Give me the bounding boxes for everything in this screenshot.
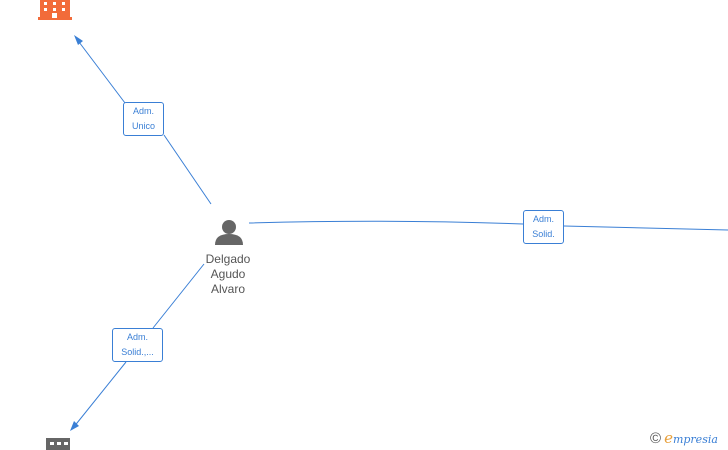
person-name[interactable]: Delgado Agudo Alvaro bbox=[192, 252, 264, 297]
person-name-line: Delgado bbox=[205, 252, 251, 266]
building-icon[interactable] bbox=[38, 0, 72, 20]
person-name-line: Agudo bbox=[210, 267, 246, 281]
brand-logo-e: e bbox=[664, 429, 673, 447]
edge-to-top-company bbox=[75, 37, 212, 205]
edge-to-bottom-company bbox=[72, 263, 205, 429]
building-icon[interactable] bbox=[46, 438, 70, 450]
edge-label-line: Adm. bbox=[126, 332, 148, 342]
person-icon[interactable] bbox=[215, 220, 243, 245]
empresia-watermark: ©empresia bbox=[650, 429, 718, 447]
edge-label-line: Adm. bbox=[532, 214, 554, 224]
edge-label-adm-solid[interactable]: Adm. Solid. bbox=[523, 210, 564, 244]
copyright-symbol: © bbox=[650, 430, 662, 447]
edge-label-line: Solid. bbox=[532, 229, 555, 239]
person-name-line: Alvaro bbox=[210, 282, 245, 296]
edge-label-adm-solid-more[interactable]: Adm. Solid.,... bbox=[112, 328, 163, 362]
edge-to-right-company bbox=[248, 220, 728, 231]
edge-label-line: Adm. bbox=[132, 106, 154, 116]
arrowhead-top bbox=[74, 35, 83, 45]
edge-label-line: Unico bbox=[131, 121, 155, 131]
edge-label-line: Solid.,... bbox=[121, 347, 154, 357]
arrowhead-bottom bbox=[70, 421, 79, 431]
brand-logo-text: mpresia bbox=[672, 433, 718, 446]
edge-label-adm-unico[interactable]: Adm. Unico bbox=[123, 102, 164, 136]
